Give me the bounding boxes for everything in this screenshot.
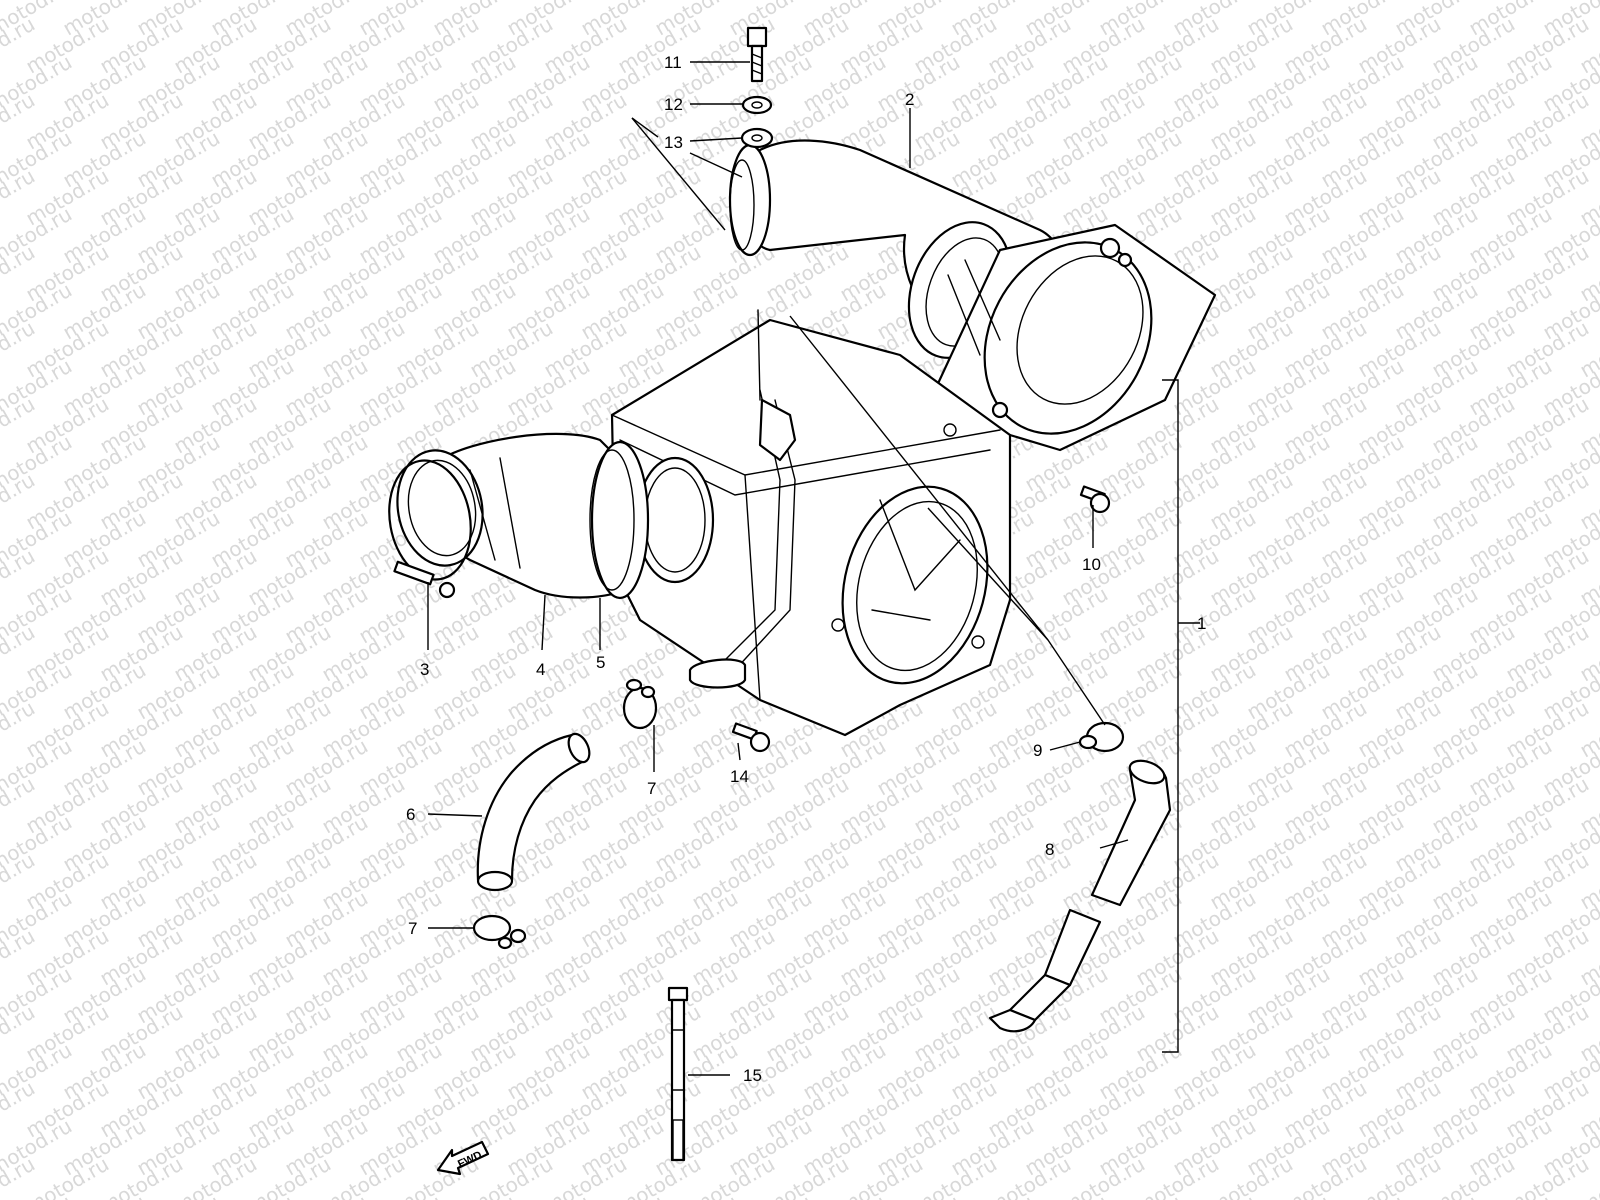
intake-boot bbox=[396, 432, 650, 600]
air-cleaner-cap bbox=[728, 139, 1217, 452]
callout-labels: 1 2 3 4 5 6 7 7 8 9 10 11 12 13 14 15 bbox=[406, 53, 1206, 1085]
callout-15: 15 bbox=[743, 1066, 762, 1085]
callout-11: 11 bbox=[664, 53, 682, 72]
bolt bbox=[746, 26, 768, 83]
callout-5: 5 bbox=[596, 653, 605, 672]
strap bbox=[667, 986, 689, 1162]
callout-1: 1 bbox=[1197, 614, 1206, 633]
watermark-text: motod.ru bbox=[1576, 0, 1600, 2]
callout-10: 10 bbox=[1082, 555, 1101, 574]
screw-10 bbox=[1079, 485, 1111, 514]
screw-14 bbox=[731, 722, 771, 753]
grommet-washer bbox=[740, 127, 774, 149]
callout-4: 4 bbox=[536, 660, 545, 679]
callout-14: 14 bbox=[730, 767, 749, 786]
drain-hose bbox=[988, 759, 1172, 1033]
callout-3: 3 bbox=[420, 660, 429, 679]
hose-clamp bbox=[388, 459, 472, 599]
callout-13: 13 bbox=[664, 133, 683, 152]
callout-9: 9 bbox=[1033, 741, 1042, 760]
breather-hose bbox=[476, 732, 591, 892]
leader-lines bbox=[427, 61, 1200, 1076]
callout-7-upper: 7 bbox=[647, 779, 656, 798]
cap-plug-upper bbox=[622, 678, 658, 730]
drain-plug bbox=[1078, 721, 1125, 753]
washer bbox=[741, 95, 773, 115]
callout-7-lower: 7 bbox=[408, 919, 417, 938]
air-cleaner-case bbox=[610, 309, 1012, 737]
callout-12: 12 bbox=[664, 95, 683, 114]
callout-8: 8 bbox=[1045, 840, 1054, 859]
callout-6: 6 bbox=[406, 805, 415, 824]
callout-2: 2 bbox=[905, 90, 914, 109]
